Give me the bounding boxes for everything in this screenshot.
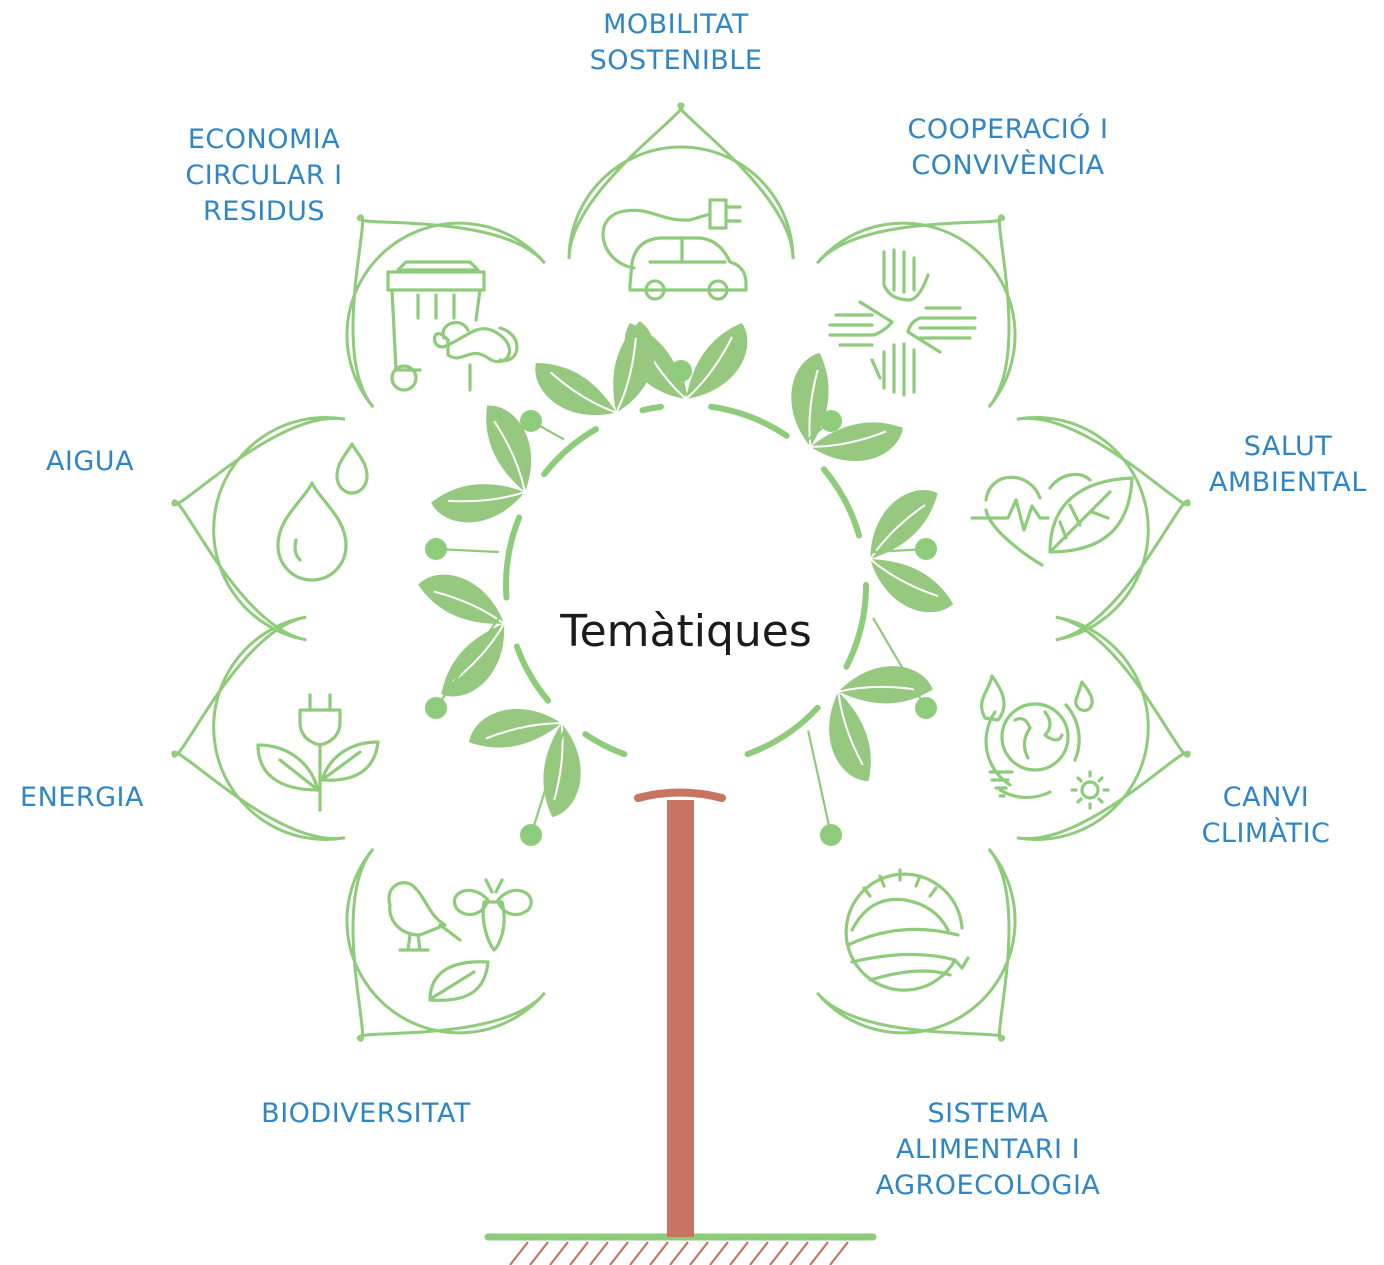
ring-arc: [744, 704, 821, 758]
petal-shape: [567, 102, 795, 260]
label-line: AGROECOLOGIA: [876, 1170, 1101, 1201]
leaf-pair: [464, 681, 609, 822]
center-title: Temàtiques: [559, 606, 812, 657]
ring-arc: [503, 514, 523, 601]
label-line: CLIMÀTIC: [1202, 817, 1331, 849]
petal-shape: [816, 847, 1017, 1042]
petal-dot: [670, 360, 692, 382]
petal-shape: [1016, 615, 1191, 841]
label-sistema: SISTEMA ALIMENTARI I AGROECOLOGIA: [876, 1098, 1101, 1201]
petal-shape: [345, 214, 546, 409]
label-canvi: CANVI CLIMÀTIC: [1202, 782, 1331, 849]
label-line: ENERGIA: [20, 782, 144, 813]
label-line: CIRCULAR I: [185, 160, 342, 191]
label-line: SISTEMA: [927, 1098, 1048, 1129]
label-cooperacio: COOPERACIÓ I CONVIVÈNCIA: [908, 113, 1109, 181]
plug-plant-icon: [256, 693, 380, 812]
label-line: RESIDUS: [203, 196, 325, 227]
recycle-bin-icon: [386, 260, 519, 392]
petal-stem: [807, 730, 833, 836]
ring-arc: [541, 426, 599, 478]
petal-dot: [820, 824, 842, 846]
petal-dot: [915, 697, 937, 719]
ring-arc: [843, 582, 869, 670]
label-line: ALIMENTARI I: [896, 1134, 1080, 1165]
petal-stem: [435, 617, 500, 709]
label-line: AIGUA: [46, 446, 134, 477]
label-line: ECONOMIA: [188, 124, 340, 155]
label-aigua: AIGUA: [46, 446, 134, 477]
petal-mobilitat: [567, 102, 795, 396]
electric-car-icon: [601, 198, 748, 301]
label-line: CONVIVÈNCIA: [911, 149, 1104, 181]
petal-shape: [171, 615, 346, 841]
petal-shape: [1016, 416, 1191, 642]
leaf-pair: [802, 640, 937, 787]
petals: [171, 102, 1191, 1042]
label-mobilitat: MOBILITAT SOSTENIBLE: [590, 9, 763, 76]
petal-stem: [529, 730, 565, 836]
ring-arc: [513, 643, 552, 704]
ring-arc: [820, 466, 863, 539]
petal-shape: [171, 416, 346, 642]
water-drops-icon: [276, 442, 369, 582]
label-line: COOPERACIÓ I: [908, 113, 1109, 145]
label-biodiversitat: BIODIVERSITAT: [261, 1098, 471, 1129]
petal-dot: [520, 410, 542, 432]
petal-shape: [345, 847, 546, 1042]
petal-salut: [873, 416, 1191, 642]
ring-arc: [708, 403, 790, 439]
ground: [484, 1233, 877, 1265]
petal-canvi: [872, 615, 1191, 841]
label-line: BIODIVERSITAT: [261, 1098, 471, 1129]
petal-sistema: [807, 730, 1017, 1042]
petal-aigua: [171, 416, 499, 642]
sunrise-fields-icon: [844, 868, 970, 992]
label-economia: ECONOMIA CIRCULAR I RESIDUS: [185, 124, 342, 227]
petal-energia: [171, 615, 500, 841]
petal-stem: [872, 617, 927, 709]
center-ring: [415, 318, 955, 822]
joined-hands-icon: [828, 248, 977, 397]
label-line: SALUT: [1244, 431, 1333, 462]
label-line: MOBILITAT: [603, 9, 749, 40]
trunk: [634, 788, 726, 1237]
globe-climate-icon: [980, 674, 1110, 810]
ring-arc: [582, 731, 628, 758]
label-line: AMBIENTAL: [1209, 467, 1367, 498]
leaf-pair: [860, 486, 955, 621]
petal-dot: [915, 538, 937, 560]
petal-shape: [816, 214, 1017, 409]
petal-dot: [425, 697, 447, 719]
label-energia: ENERGIA: [20, 782, 144, 813]
bird-bee-leaf-icon: [387, 878, 533, 1002]
label-line: CANVI: [1223, 782, 1309, 813]
petal-dot: [425, 538, 447, 560]
heart-leaf-icon: [970, 472, 1134, 567]
petal-biodiversitat: [345, 730, 565, 1042]
label-line: SOSTENIBLE: [590, 45, 763, 76]
petal-economia: [345, 214, 565, 441]
petal-dot: [520, 824, 542, 846]
ring-arc: [639, 403, 664, 414]
leaf-pair: [415, 562, 518, 701]
theme-labels: MOBILITAT SOSTENIBLE COOPERACIÓ I CONVIVÈNC…: [20, 9, 1367, 1201]
petal-dot: [820, 410, 842, 432]
label-salut: SALUT AMBIENTAL: [1209, 431, 1367, 498]
petal-cooperacio: [807, 214, 1017, 441]
